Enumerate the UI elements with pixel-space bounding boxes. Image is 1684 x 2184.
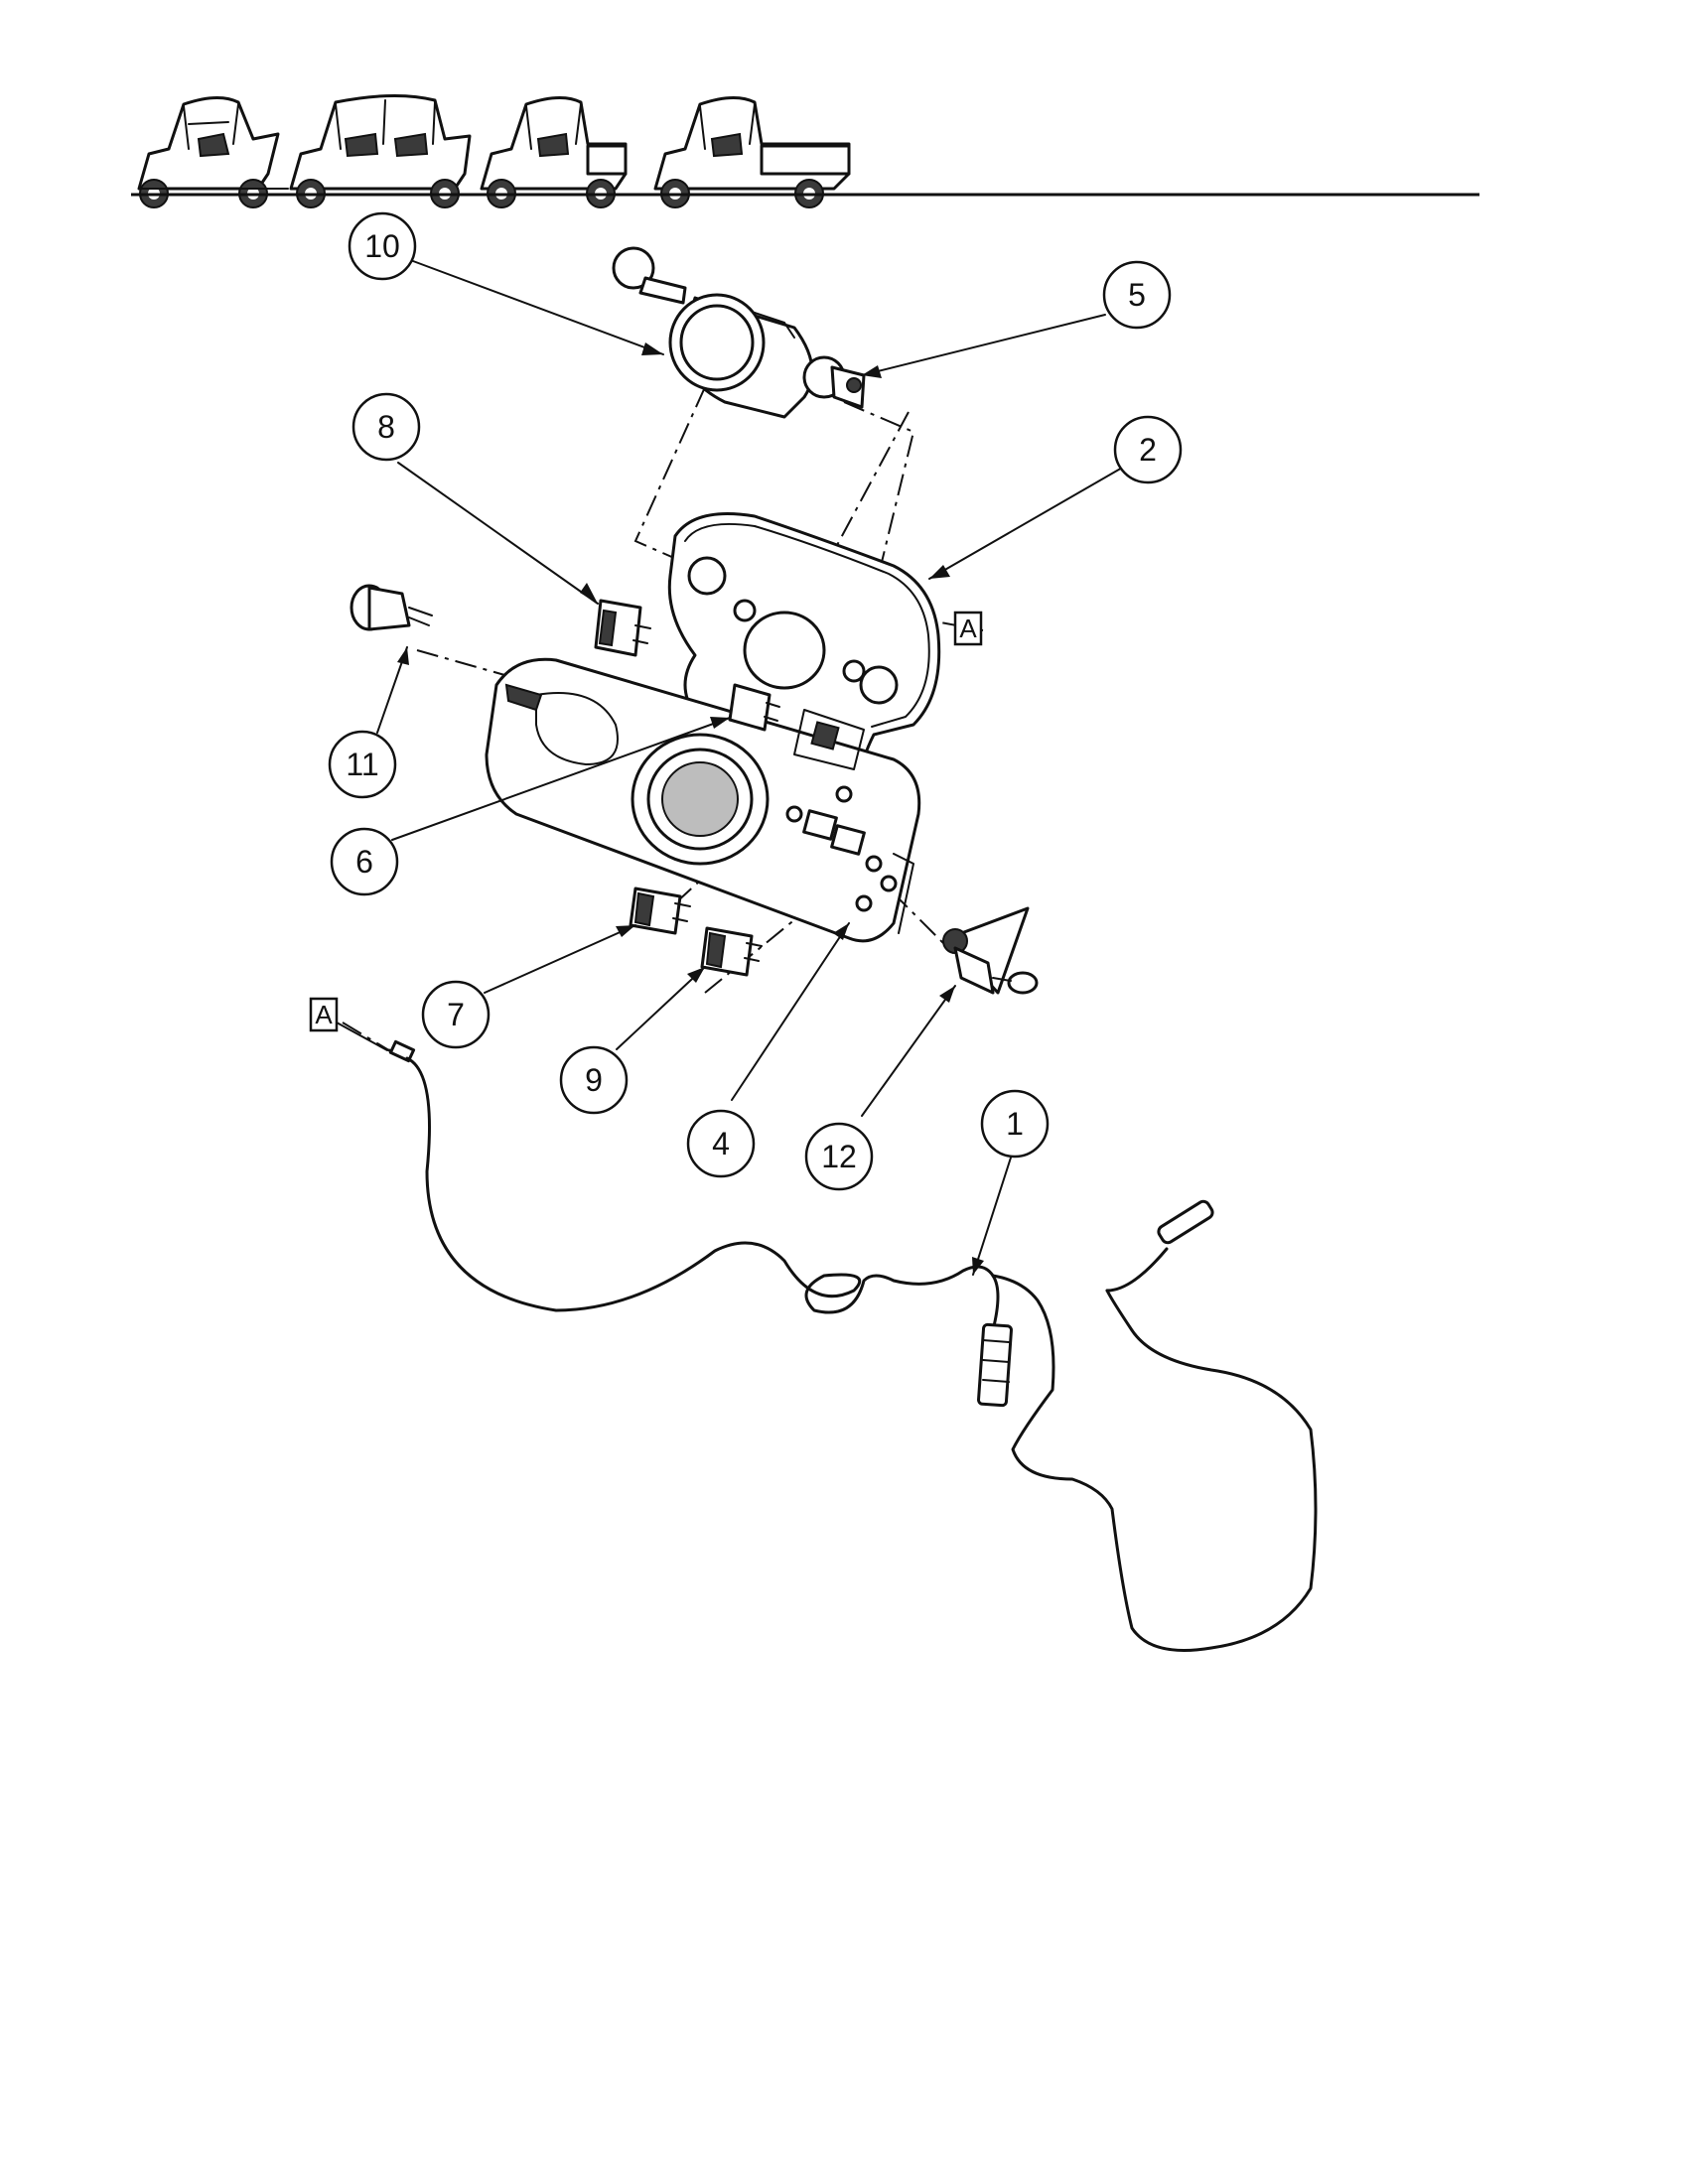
callout-leader-lines [336, 260, 1125, 1276]
callout-number: 11 [346, 747, 378, 782]
rocker-switch-8-part [594, 599, 651, 657]
indicator-bulb-top [612, 246, 687, 305]
switch-9-part [700, 926, 763, 977]
reference-mark-label: A [315, 1000, 333, 1029]
callout-number: 6 [355, 844, 373, 880]
callout-5: 5 [1102, 260, 1172, 330]
callout-number: 7 [447, 997, 465, 1032]
callout-number: 9 [585, 1062, 603, 1098]
switch-7-part [629, 887, 691, 935]
ignition-key-switch-part [942, 906, 1039, 995]
reference-mark-A-bottom: A [309, 997, 339, 1032]
callout-6: 6 [330, 827, 399, 896]
dash-console-housing-part [485, 657, 921, 943]
reference-mark-A-top: A [953, 611, 983, 646]
lamp-socket-part [802, 355, 866, 409]
callout-1: 1 [980, 1089, 1050, 1159]
callout-number: 2 [1139, 432, 1157, 468]
callout-8: 8 [351, 392, 421, 462]
callout-number: 10 [364, 228, 400, 264]
two-seat-vehicle-icon [137, 96, 289, 208]
callout-11: 11 [328, 730, 397, 799]
long-bed-vehicle-icon [653, 96, 851, 208]
callout-number: 4 [712, 1126, 730, 1161]
power-outlet-part [350, 584, 433, 631]
callout-number: 5 [1128, 277, 1146, 313]
reference-mark-label: A [959, 614, 977, 643]
switch-6-part [728, 683, 780, 732]
callout-9: 9 [559, 1045, 629, 1115]
callout-10: 10 [348, 211, 417, 281]
callout-number: 1 [1006, 1106, 1024, 1142]
four-seat-vehicle-icon [289, 93, 472, 208]
callout-12: 12 [804, 1122, 874, 1191]
speedometer-gauge-part [668, 293, 814, 419]
callout-4: 4 [686, 1109, 756, 1178]
callout-2: 2 [1113, 415, 1183, 484]
callout-number: 12 [821, 1139, 857, 1174]
callout-number: 8 [377, 409, 395, 445]
short-bed-vehicle-icon [480, 96, 628, 208]
callout-7: 7 [421, 980, 491, 1049]
sensor-cable-part [387, 1039, 1318, 1652]
